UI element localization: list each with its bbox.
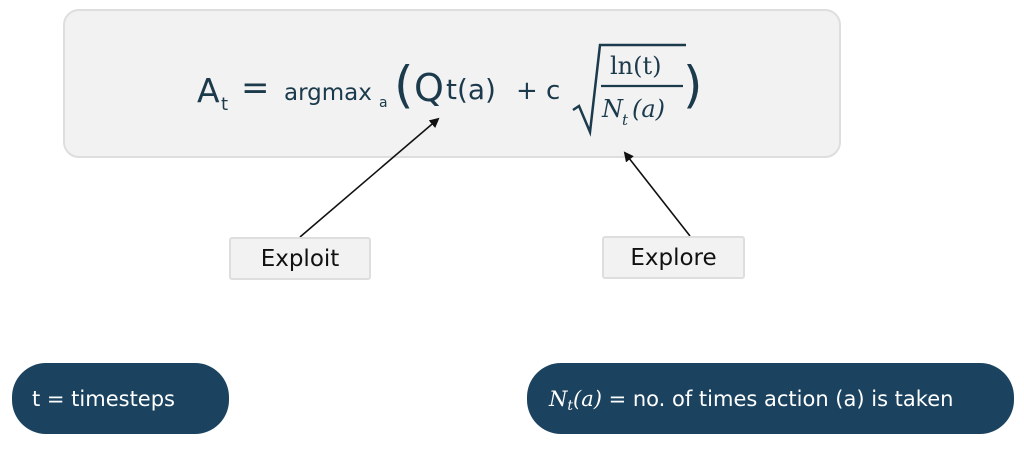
formula-argmax-subscript: a [379, 95, 388, 111]
formula-lhs: A [197, 71, 220, 110]
formula-box [63, 9, 841, 158]
explore-arrow [623, 151, 691, 237]
timesteps-pill: t = timesteps [12, 363, 229, 434]
formula-q-args: t(a) [446, 73, 496, 106]
formula-denominator-arg: (a) [632, 95, 666, 123]
exploit-label-text: Exploit [260, 245, 340, 272]
formula-denominator-n: N [602, 95, 623, 123]
action-count-arg: (a) [573, 386, 602, 411]
formula-lhs-subscript: t [221, 94, 229, 115]
action-count-n: N [549, 386, 568, 411]
explore-label-text: Explore [630, 244, 717, 271]
action-count-text: = no. of times action (a) is taken [601, 386, 954, 411]
formula-q: Q [414, 66, 444, 110]
formula-open-paren: ( [394, 56, 414, 114]
formula-close-paren: ) [683, 56, 703, 114]
formula-denominator-subscript: t [622, 111, 629, 129]
formula-plus-c: + c [516, 76, 561, 106]
formula-numerator: ln(t) [610, 52, 662, 80]
formula-equals: = [241, 68, 270, 108]
exploit-label: Exploit [229, 237, 371, 280]
action-count-subscript: t [567, 397, 574, 414]
explore-label: Explore [602, 236, 745, 279]
timesteps-text: t = timesteps [32, 386, 175, 411]
formula-argmax: argmax [284, 80, 372, 106]
exploit-arrow [299, 117, 440, 238]
